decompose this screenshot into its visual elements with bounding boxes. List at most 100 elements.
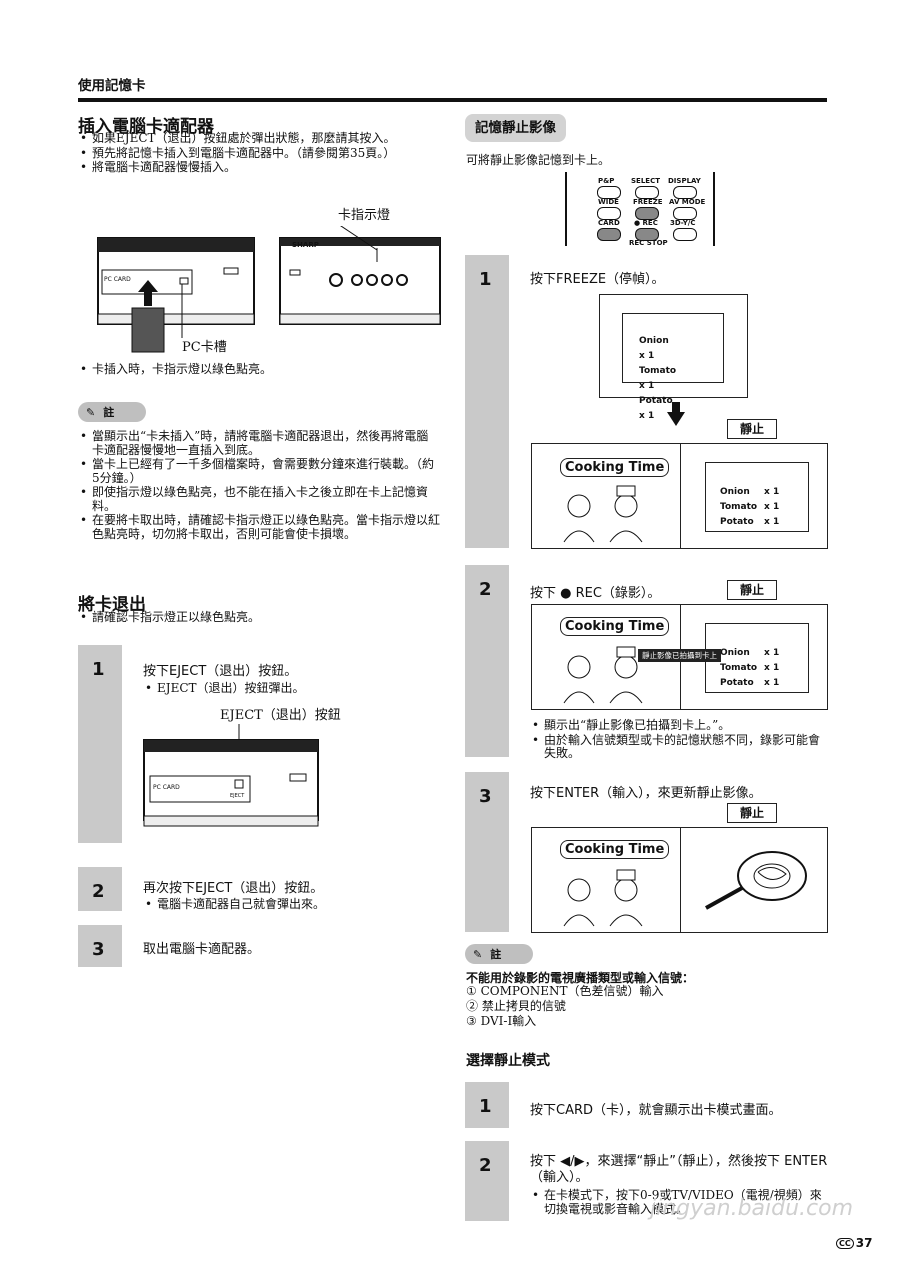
note-item: 當顯示出“卡未插入”時，請將電腦卡適配器退出，然後再將電腦卡適配器慢慢地一直插入…: [78, 429, 440, 457]
step-number: 2: [479, 1155, 492, 1176]
insert-bullet: 如果EJECT（退出）按鈕處於彈出狀態，那麼請其按入。: [78, 131, 440, 146]
indicator-label: 卡指示燈: [338, 208, 391, 223]
step-number: 3: [92, 939, 105, 960]
mode-step-1-bar: 1: [465, 1082, 509, 1128]
3d-yc-button: [673, 228, 697, 241]
note-pill: ✎ 註: [78, 402, 146, 422]
mode-step-2-sub: 在卡模式下，按下0-9或TV/VIDEO（電視/視頻）來切換電視或影音輸入模式。: [530, 1188, 828, 1217]
remote-key-label: ● REC: [634, 219, 658, 227]
cooking-title: Cooking Time: [560, 458, 670, 477]
freeze-badge: 靜止: [727, 803, 777, 823]
memory-intro: 可將靜止影像記憶到卡上。: [466, 153, 611, 167]
step-number: 2: [479, 579, 492, 600]
step-number: 1: [479, 1096, 492, 1117]
remote-key-label: REC STOP: [629, 239, 668, 247]
note-pill: ✎ 註: [465, 944, 533, 964]
paperclip-icon: ✎: [473, 947, 483, 961]
brand-logo: SHARP: [292, 241, 319, 249]
freeze-badge: 靜止: [727, 419, 777, 439]
eject-pc-card-text: PC CARD: [153, 784, 180, 791]
mode-title: 選擇靜止模式: [466, 1053, 550, 1069]
frying-pan-illustration: [692, 842, 822, 926]
memory-step-3-text: 按下ENTER（輸入），來更新靜止影像。: [530, 786, 762, 801]
down-arrow-stem: [672, 402, 680, 414]
note-item: 當卡上已經有了一千多個檔案時，會需要數分鐘來進行裝載。（約5分鐘。）: [78, 457, 440, 485]
page-number: 37: [855, 1236, 873, 1250]
region-icon: CC: [836, 1237, 854, 1249]
remote-key-label: FREEZE: [633, 198, 663, 206]
step-number: 2: [92, 881, 105, 902]
step-number: 3: [479, 786, 492, 807]
watermark: jingyan.baidu.com: [650, 1196, 854, 1221]
insert-after-bullet: 卡插入時，卡指示燈以綠色點亮。: [78, 362, 438, 377]
memory-step-1-text: 按下FREEZE（停幀）。: [530, 272, 665, 287]
eject-step-3-text: 取出電腦卡適配器。: [143, 942, 261, 957]
hosts-illustration: [554, 645, 664, 705]
remote-key-label: AV MODE: [669, 198, 706, 206]
eject-callout: EJECT（退出）按鈕: [220, 708, 341, 723]
step-number: 1: [92, 659, 105, 680]
menu-row: Onionx 1: [639, 336, 669, 361]
display-button: [673, 186, 697, 199]
paperclip-icon: ✎: [86, 405, 96, 419]
memory-step-2-text: 按下 ● REC（錄影）。: [530, 586, 661, 601]
remote-key-label: P&P: [598, 177, 615, 185]
freeze-badge: 靜止: [727, 580, 777, 600]
insert-after-bullets: 卡插入時，卡指示燈以綠色點亮。: [78, 362, 438, 378]
av-mode-button: [673, 207, 697, 220]
down-arrow-icon: [667, 412, 685, 426]
note2-item: ③ DVI-I輸入: [466, 1014, 537, 1028]
eject-step-2-sub: 電腦卡適配器自己就會彈出來。: [143, 897, 433, 913]
eject-intro: 請確認卡指示燈正以綠色點亮。: [78, 610, 438, 625]
note-item: 在要將卡取出時，請確認卡指示燈正以綠色點亮。當卡指示燈以紅色點亮時，切勿將卡取出…: [78, 513, 440, 541]
remote-key-label: CARD: [598, 219, 620, 227]
memory-step-1-bar: 1: [465, 255, 509, 548]
note2-item: ② 禁止拷貝的信號: [466, 999, 566, 1013]
rec-button: [635, 228, 659, 241]
memory-step-3-bar: 3: [465, 772, 509, 932]
memory-step-2-bullets: 顯示出“靜止影像已拍攝到卡上。”。 由於輸入信號類型或卡的記憶狀態不同，錄影可能…: [530, 718, 828, 762]
step-sub-bullet: 在卡模式下，按下0-9或TV/VIDEO（電視/視頻）來切換電視或影音輸入模式。: [530, 1188, 828, 1216]
menu-card: Onionx 1 Tomatox 1 Potatox 1: [622, 313, 724, 421]
header-rule: [78, 98, 827, 102]
eject-step-1-text: 按下EJECT（退出）按鈕。: [143, 664, 298, 679]
mode-step-1-text: 按下CARD（卡），就會顯示出卡模式畫面。: [530, 1103, 782, 1118]
saved-toast: 靜止影像已拍攝到卡上: [638, 649, 721, 662]
step-sub-bullet: 顯示出“靜止影像已拍攝到卡上。”。: [530, 718, 828, 733]
eject-step-1-bar: 1: [78, 645, 122, 843]
remote-key-label: WIDE: [598, 198, 619, 206]
divider: [680, 828, 681, 932]
eject-illustration: [143, 724, 319, 827]
memory-title: 記憶靜止影像: [465, 114, 566, 142]
insert-bullet: 將電腦卡適配器慢慢插入。: [78, 160, 440, 175]
hosts-illustration: [554, 868, 664, 928]
eject-step-3-bar: 3: [78, 925, 122, 967]
step-sub-bullet: 由於輸入信號類型或卡的記憶狀態不同，錄影可能會失敗。: [530, 733, 828, 761]
eject-intro-list: 請確認卡指示燈正以綠色點亮。: [78, 610, 438, 626]
note-list: 當顯示出“卡未插入”時，請將電腦卡適配器退出，然後再將電腦卡適配器慢慢地一直插入…: [78, 429, 440, 542]
screen-before: Onionx 1 Tomatox 1 Potatox 1: [599, 294, 748, 421]
eject-step-1-sub: EJECT（退出）按鈕彈出。: [143, 681, 433, 697]
hosts-illustration: [554, 484, 664, 544]
tv-insert-illustration: [97, 226, 441, 353]
mode-step-2-text: 按下 ◀/▶，來選擇“靜止”（靜止），然後按下 ENTER（輸入）。: [530, 1154, 828, 1185]
step-sub-bullet: 電腦卡適配器自己就會彈出來。: [143, 897, 433, 912]
note-label: 註: [490, 948, 502, 961]
divider: [680, 444, 681, 548]
eject-button-text: EJECT: [230, 793, 245, 799]
eject-step-2-text: 再次按下EJECT（退出）按鈕。: [143, 881, 324, 896]
remote-key-label: DISPLAY: [668, 177, 701, 185]
insert-bullets: 如果EJECT（退出）按鈕處於彈出狀態，那麼請其按入。 預先將記憶卡插入到電腦卡…: [78, 131, 440, 176]
insert-bullet: 預先將記憶卡插入到電腦卡適配器中。（請參閱第35頁。）: [78, 146, 440, 161]
cooking-title: Cooking Time: [560, 617, 670, 636]
eject-step-2-bar: 2: [78, 867, 122, 911]
card-button: [597, 228, 621, 241]
note-item: 即使指示燈以綠色點亮，也不能在插入卡之後立即在卡上記憶資料。: [78, 485, 440, 513]
